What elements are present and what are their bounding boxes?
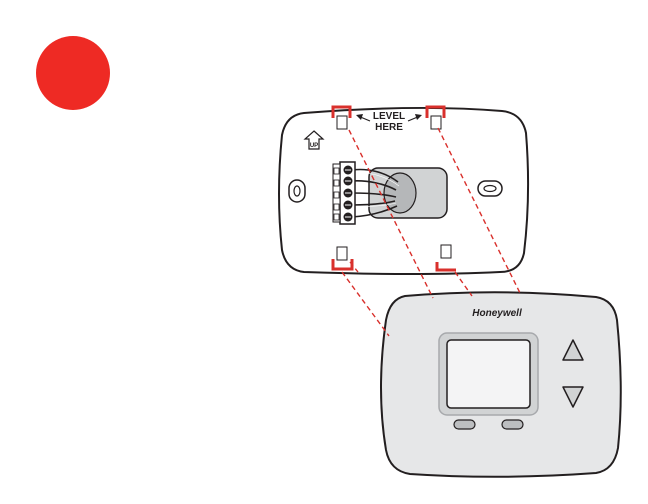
terminal-screw [344, 189, 353, 198]
right-function-button[interactable] [502, 420, 523, 429]
terminal-screw [344, 213, 353, 222]
terminal-screw [344, 166, 353, 175]
left-function-button[interactable] [454, 420, 475, 429]
wallplate: UP LEVEL HERE [279, 107, 528, 274]
level-label-line2: HERE [375, 122, 403, 133]
terminal-screw [344, 177, 353, 186]
level-label-line1: LEVEL [373, 111, 405, 122]
right-screw-slot [478, 181, 502, 196]
thermostat-faceplate: Honeywell [381, 292, 621, 477]
terminal-screw [344, 201, 353, 210]
up-label: UP [310, 143, 318, 149]
guide-line [342, 272, 389, 336]
display-screen [447, 340, 530, 408]
left-screw-slot [289, 180, 305, 202]
terminal-block [333, 162, 355, 224]
step-marker-icon [36, 36, 110, 110]
brand-logo: Honeywell [472, 308, 522, 319]
